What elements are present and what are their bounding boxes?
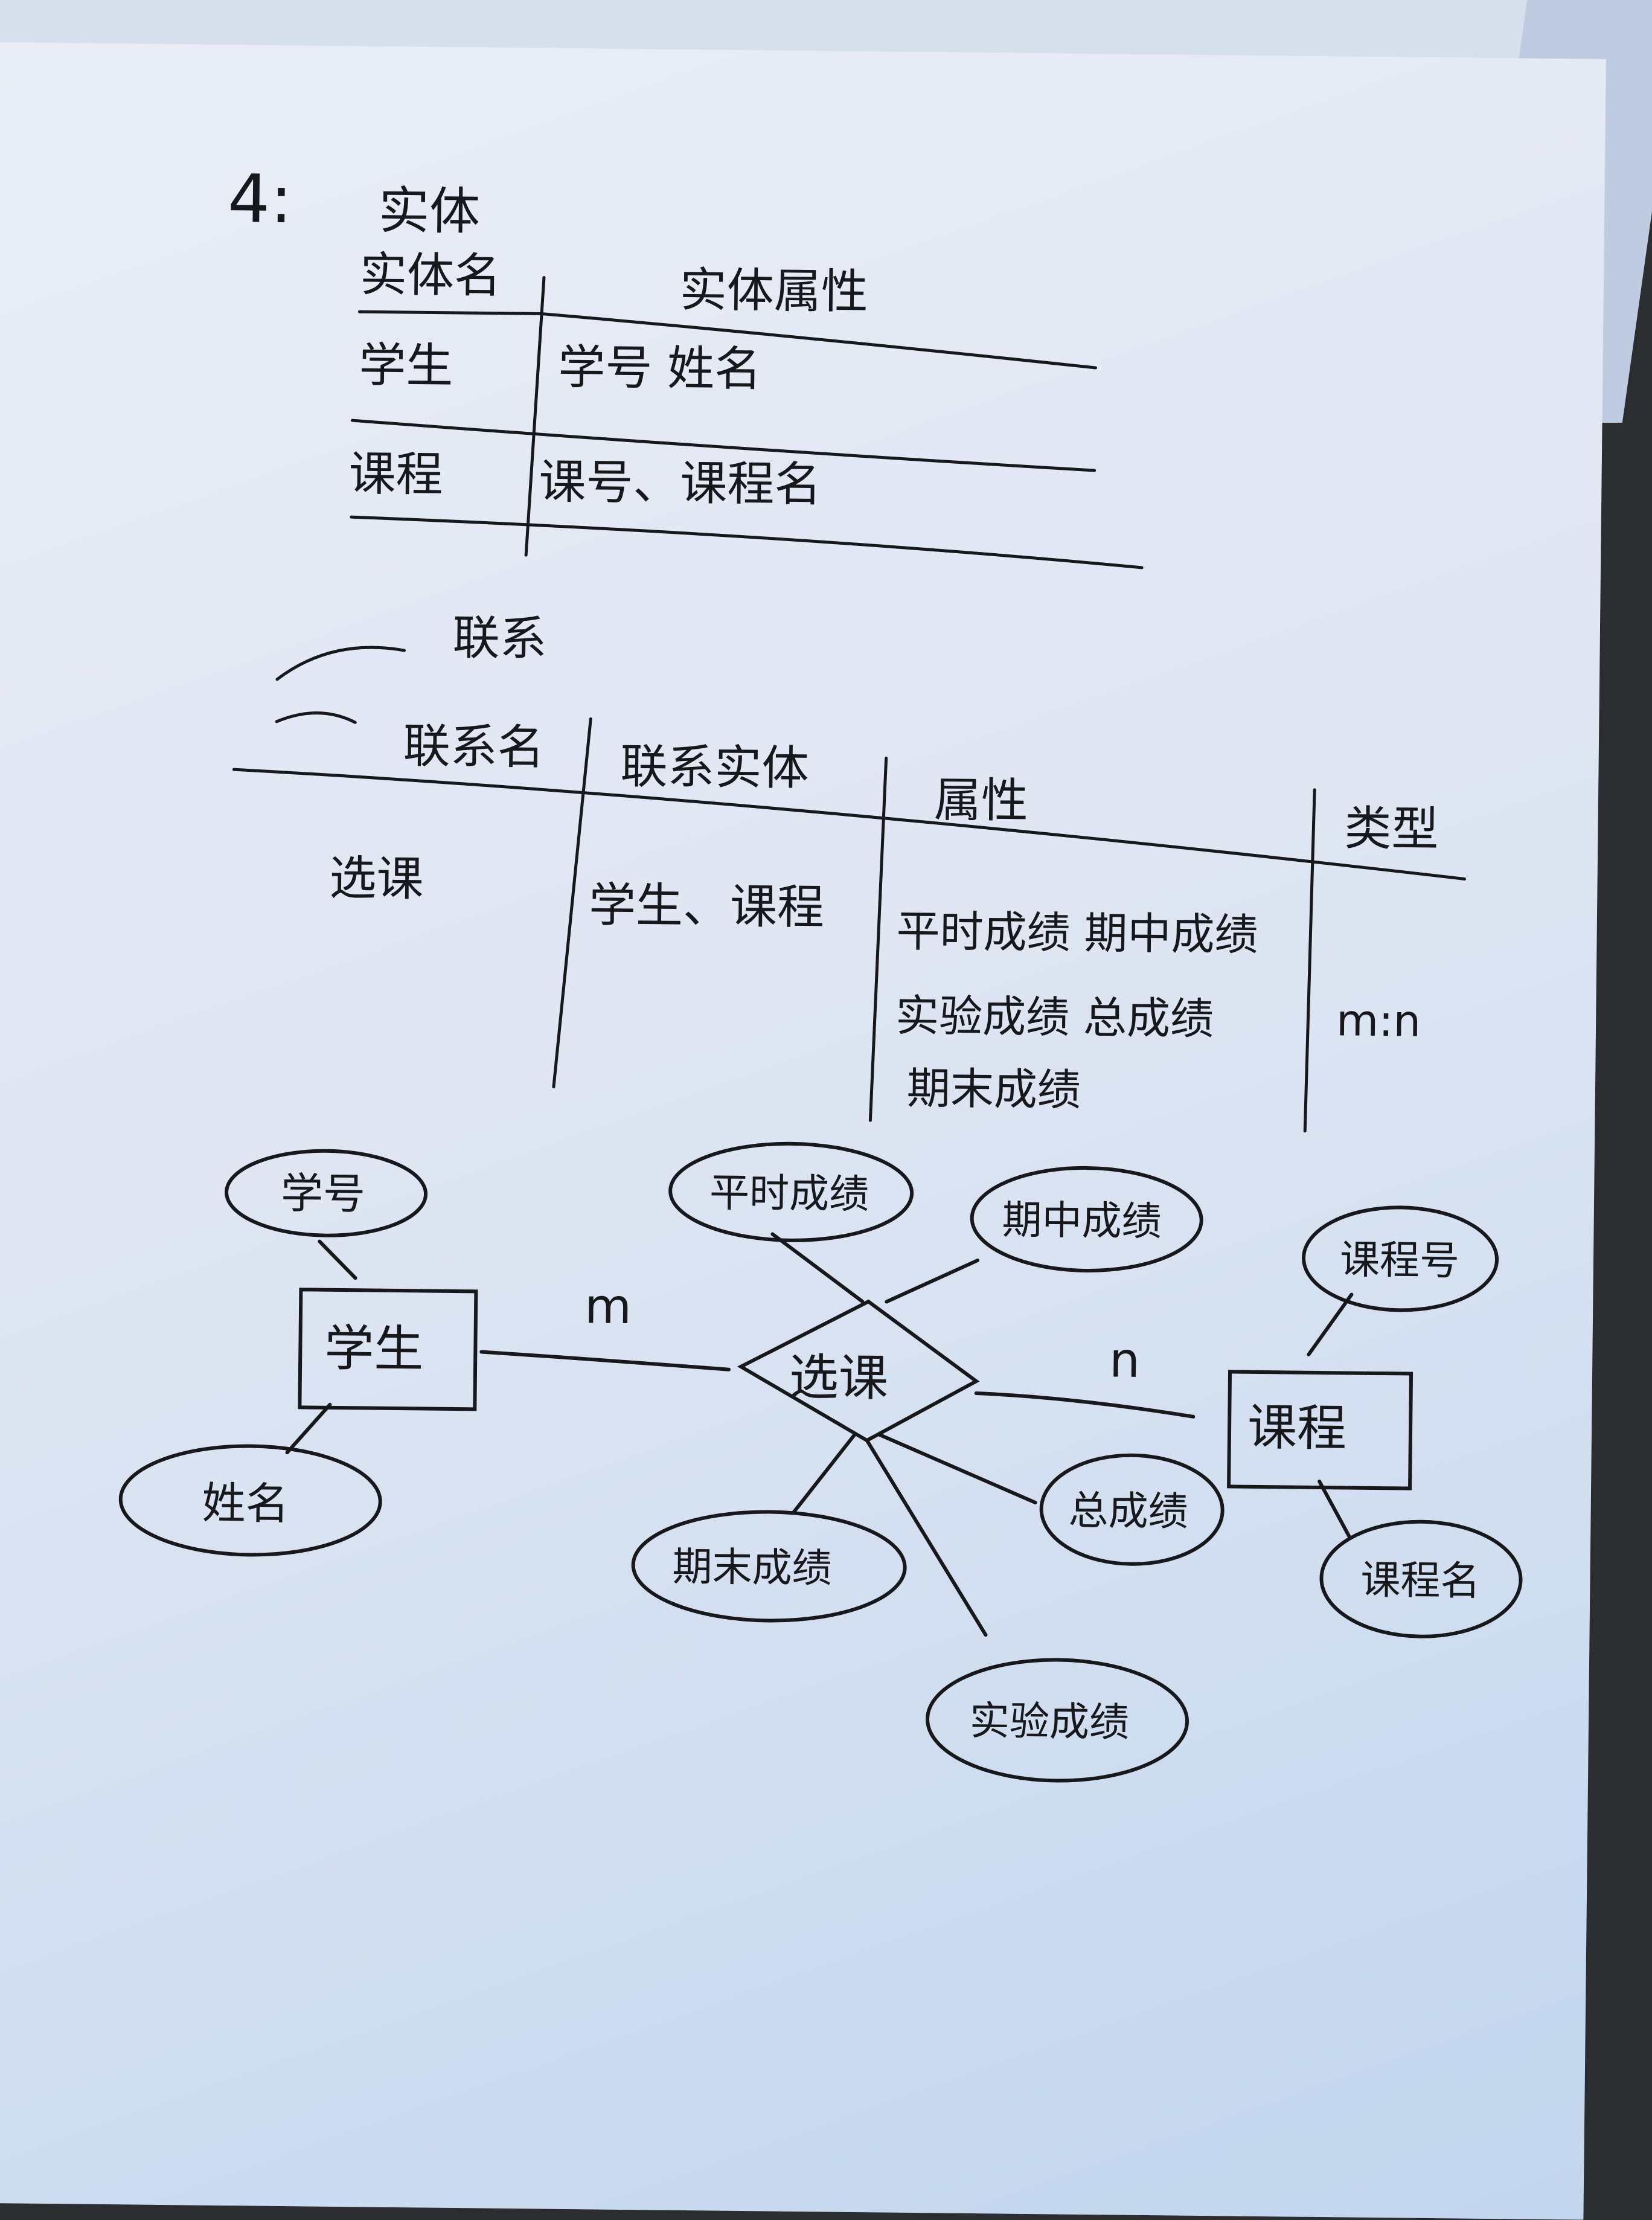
table-lines bbox=[232, 275, 1467, 1133]
er-attr-midterm-score-label: 期中成绩 bbox=[1002, 1196, 1162, 1245]
er-attr-student-id-label: 学号 bbox=[281, 1169, 366, 1219]
er-diagram: 学生 课程 选课 m n 学号 姓名 课程号 课程名 bbox=[118, 1141, 1523, 1783]
er-attr-midterm-score: 期中成绩 bbox=[970, 1166, 1203, 1272]
er-attr-student-id: 学号 bbox=[225, 1149, 428, 1237]
er-attr-lab-score: 实验成绩 bbox=[926, 1658, 1189, 1783]
er-entity-student-label: 学生 bbox=[324, 1320, 424, 1379]
er-entity-student: 学生 bbox=[298, 1288, 478, 1411]
er-attr-total-score-label: 总成绩 bbox=[1068, 1487, 1188, 1535]
er-relationship-label: 选课 bbox=[789, 1349, 888, 1408]
er-attr-course-id: 课程号 bbox=[1302, 1205, 1499, 1312]
er-attr-final-score: 期末成绩 bbox=[631, 1510, 907, 1623]
er-cardinality-n: n bbox=[1109, 1332, 1141, 1388]
er-attr-student-name: 姓名 bbox=[118, 1444, 382, 1557]
er-attr-student-name-label: 姓名 bbox=[202, 1478, 289, 1530]
er-attr-regular-score: 平时成绩 bbox=[668, 1141, 914, 1242]
er-relationship-diamond: 选课 bbox=[737, 1299, 980, 1443]
er-attr-course-id-label: 课程号 bbox=[1340, 1236, 1460, 1284]
paper-sheet: 4: 实体 实体名 实体属性 学生 学号 姓名 课程 课号、课程名 联系 联系名… bbox=[0, 42, 1606, 2220]
er-attr-course-name-label: 课程名 bbox=[1360, 1557, 1481, 1605]
er-entity-course: 课程 bbox=[1227, 1370, 1413, 1490]
er-entity-course-label: 课程 bbox=[1247, 1399, 1347, 1458]
er-cardinality-m: m bbox=[584, 1278, 632, 1335]
er-attr-regular-score-label: 平时成绩 bbox=[709, 1169, 869, 1217]
er-attr-total-score: 总成绩 bbox=[1039, 1453, 1225, 1566]
er-attr-final-score-label: 期末成绩 bbox=[672, 1544, 832, 1592]
er-attr-course-name: 课程名 bbox=[1319, 1519, 1523, 1638]
er-attr-lab-score-label: 实验成绩 bbox=[970, 1698, 1130, 1746]
